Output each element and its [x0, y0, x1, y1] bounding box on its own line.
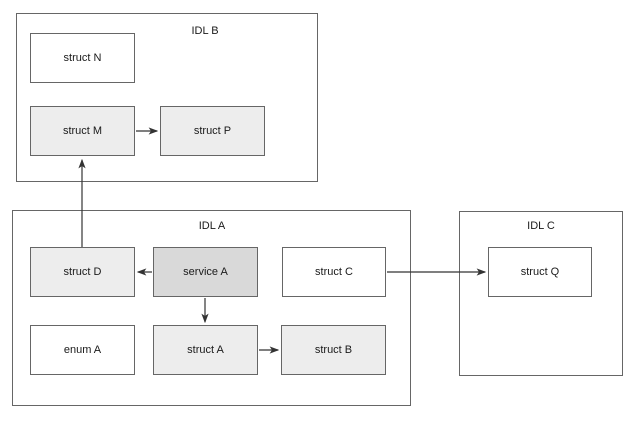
node-label-struct-a: struct A — [187, 344, 224, 356]
node-struct-c[interactable]: struct C — [282, 247, 386, 297]
node-struct-b[interactable]: struct B — [281, 325, 386, 375]
node-label-service-a: service A — [183, 266, 228, 278]
node-label-struct-n: struct N — [63, 52, 102, 64]
node-struct-d[interactable]: struct D — [30, 247, 135, 297]
container-idl-a[interactable] — [12, 210, 411, 406]
node-struct-p[interactable]: struct P — [160, 106, 265, 156]
node-label-enum-a: enum A — [63, 344, 102, 356]
node-struct-n[interactable]: struct N — [30, 33, 135, 83]
node-enum-a[interactable]: enum A — [30, 325, 135, 375]
container-label-idl-a: IDL A — [198, 220, 226, 232]
node-label-struct-c: struct C — [315, 266, 353, 278]
node-label-struct-p: struct P — [193, 125, 232, 137]
node-struct-m[interactable]: struct M — [30, 106, 135, 156]
node-struct-a[interactable]: struct A — [153, 325, 258, 375]
node-struct-q[interactable]: struct Q — [488, 247, 592, 297]
container-label-idl-b: IDL B — [191, 25, 219, 37]
node-service-a[interactable]: service A — [153, 247, 258, 297]
node-label-struct-d: struct D — [63, 266, 102, 278]
node-label-struct-m: struct M — [62, 125, 103, 137]
node-label-struct-q: struct Q — [520, 266, 560, 278]
container-label-idl-c: IDL C — [527, 220, 555, 232]
node-label-struct-b: struct B — [314, 344, 353, 356]
